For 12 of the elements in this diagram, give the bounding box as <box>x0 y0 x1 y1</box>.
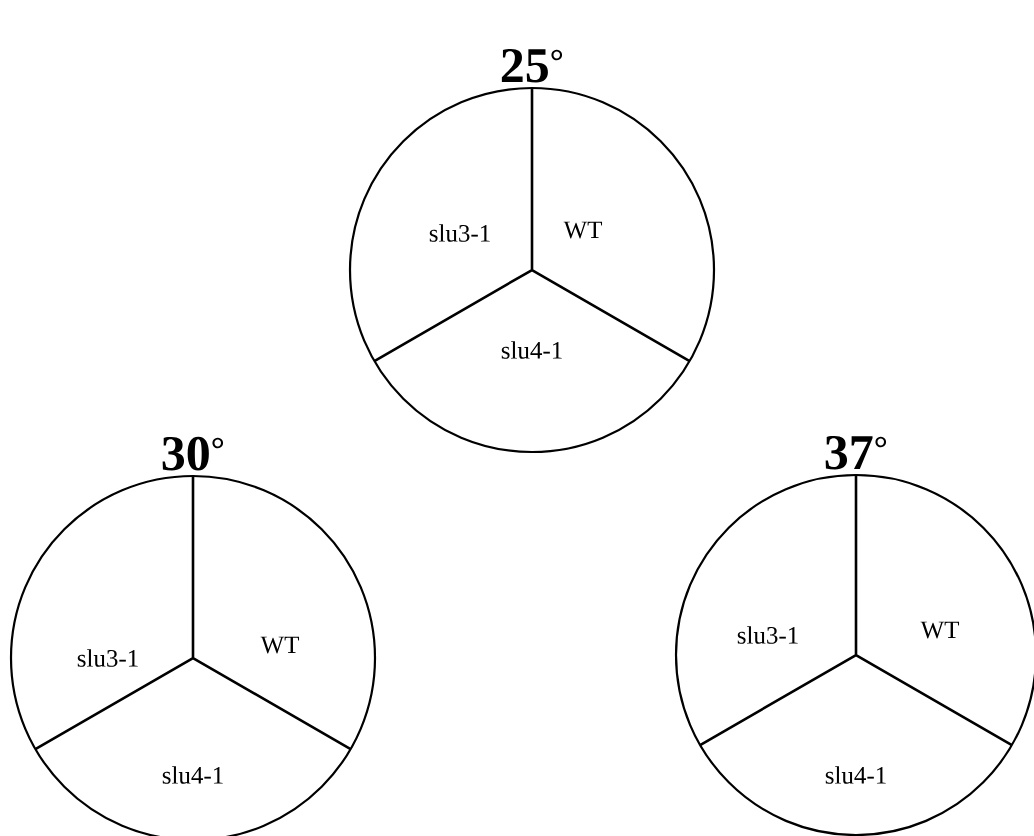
sector-label: slu4-1 <box>825 766 886 784</box>
temperature-heading: 37$^{°}$ <box>825 435 887 470</box>
sector-label: slu3-1 <box>77 649 138 667</box>
sector-label: WT <box>563 221 602 239</box>
sector-label: WT <box>920 621 960 639</box>
sector-label: slu3-1 <box>737 626 798 644</box>
temperature-heading: 30$^{°}$ <box>162 436 224 471</box>
sector-label: slu4-1 <box>162 766 223 784</box>
temperature-heading: 25$^{°}$ <box>501 48 563 83</box>
sector-label: slu3-1 <box>429 224 490 242</box>
sector-label: slu4-1 <box>501 341 562 359</box>
sector-label: WT <box>260 636 299 654</box>
